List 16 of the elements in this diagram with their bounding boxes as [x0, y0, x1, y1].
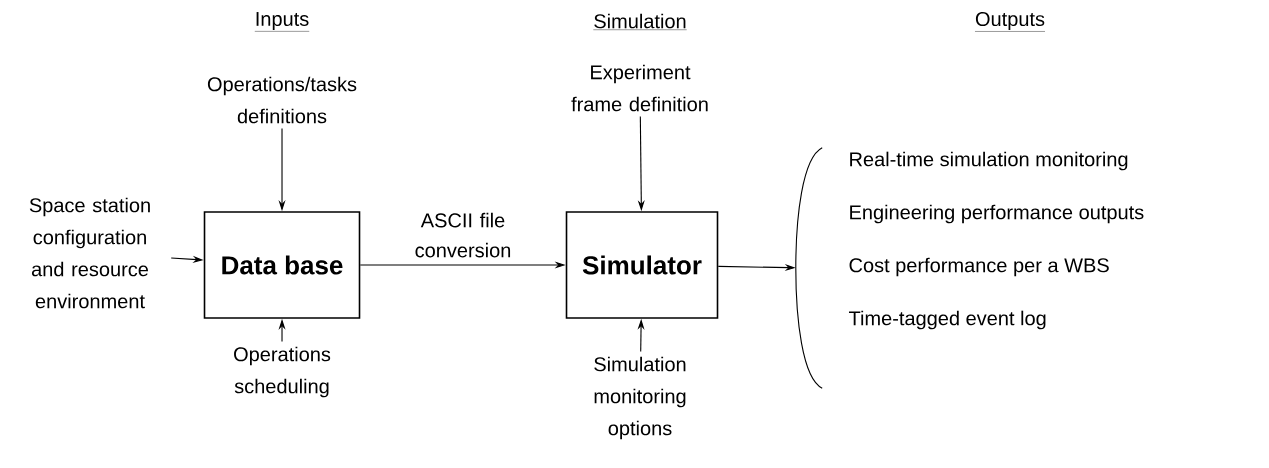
- heading: Inputs: [254, 12, 310, 32]
- process-box: Simulator: [565, 211, 719, 319]
- output-text: Cost performance per a WBS: [849, 257, 1109, 277]
- input-text: Experiment frame definition: [571, 64, 708, 112]
- heading: Simulation: [593, 13, 687, 30]
- edge-label: ASCII file conversion: [415, 212, 511, 258]
- input-text: Space station configuration and resource environment: [29, 197, 150, 309]
- output-text: Engineering performance outputs: [850, 204, 1144, 224]
- input-text: Simulation monitoring options: [594, 356, 686, 440]
- input-text: Operations scheduling: [234, 346, 331, 398]
- input-text: Operations/tasks definitions: [207, 76, 357, 124]
- brace: [795, 147, 823, 389]
- process-box: Data base: [203, 211, 361, 319]
- heading: Outputs: [974, 11, 1046, 32]
- output-text: Time-tagged event log: [849, 310, 1046, 330]
- output-text: Real-time simulation monitoring: [850, 151, 1128, 171]
